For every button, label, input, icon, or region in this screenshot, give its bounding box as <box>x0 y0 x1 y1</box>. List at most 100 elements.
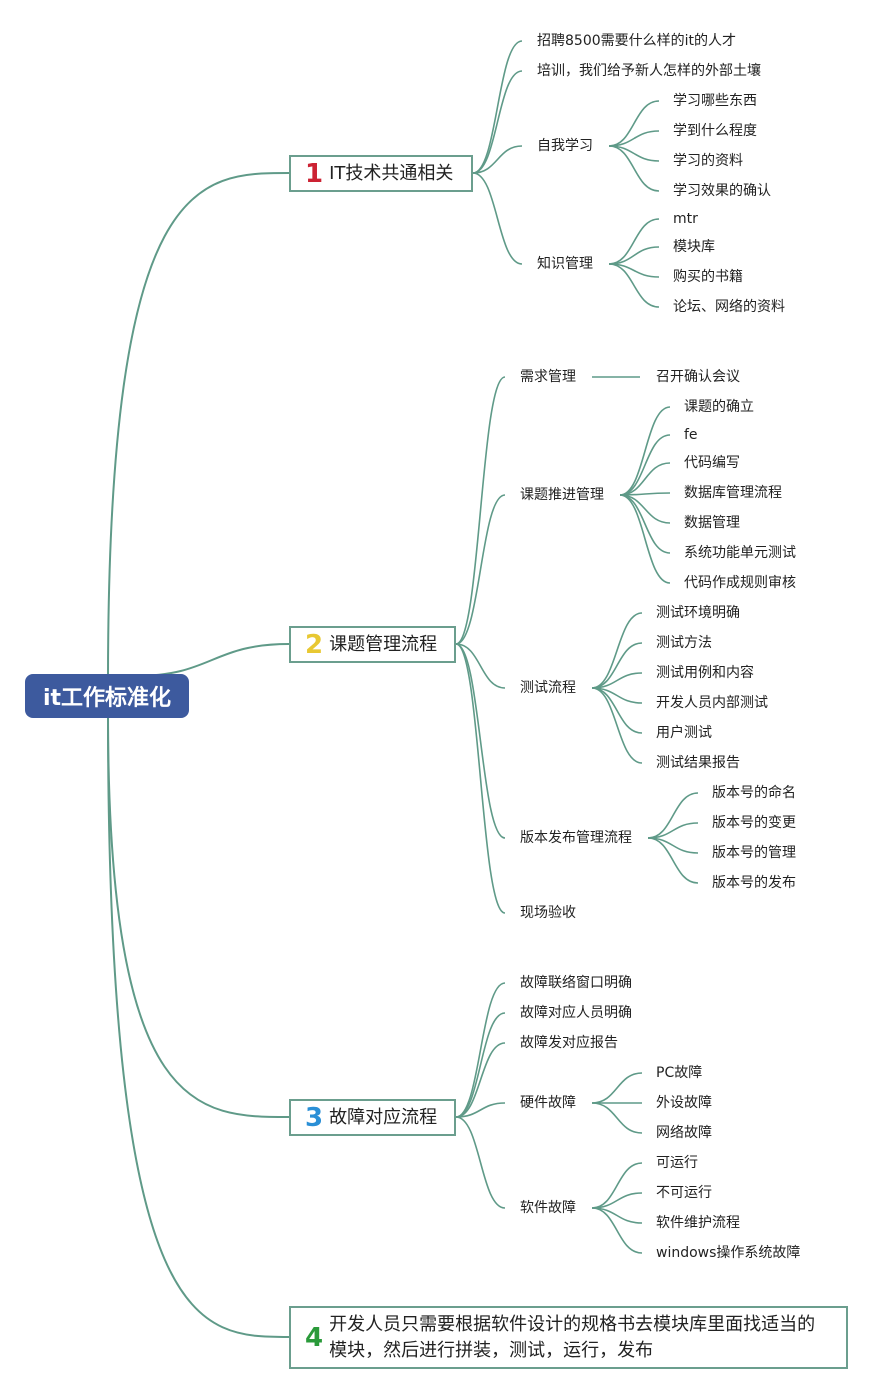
subtopic[interactable]: 模块库 <box>673 239 715 255</box>
subtopic[interactable]: 测试环境明确 <box>656 605 740 621</box>
subtopic[interactable]: 学习效果的确认 <box>673 183 771 199</box>
subtopic[interactable]: 网络故障 <box>656 1125 712 1141</box>
subtopic[interactable]: 外设故障 <box>656 1095 712 1111</box>
number-4-icon: 4 <box>305 1322 324 1353</box>
topic-task-progress[interactable]: 课题推进管理 <box>520 487 604 503</box>
subtopic[interactable]: 版本号的命名 <box>712 785 796 801</box>
subtopic[interactable]: 测试结果报告 <box>656 755 740 771</box>
connector-line <box>455 494 506 645</box>
subtopic[interactable]: PC故障 <box>656 1065 703 1081</box>
connector-line <box>608 218 660 265</box>
branch-1-label: IT技术共通相关 <box>329 162 454 184</box>
connector-line <box>107 713 290 1118</box>
topic-test-flow[interactable]: 测试流程 <box>520 680 576 696</box>
branch-3-topic[interactable]: 3 故障对应流程 <box>289 1099 456 1136</box>
subtopic[interactable]: 软件维护流程 <box>656 1215 740 1231</box>
subtopic[interactable]: 购买的书籍 <box>673 269 743 285</box>
subtopic[interactable]: 不可运行 <box>656 1185 712 1201</box>
connector-line <box>134 643 290 677</box>
connector-line <box>619 494 671 584</box>
subtopic[interactable]: fe <box>684 427 698 443</box>
subtopic[interactable]: 用户测试 <box>656 725 712 741</box>
branch-4-topic[interactable]: 4 开发人员只需要根据软件设计的规格书去模块库里面找适当的 模块，然后进行拼装，… <box>289 1306 848 1369</box>
connector-line <box>608 246 660 265</box>
connector-line <box>455 1012 506 1118</box>
subtopic[interactable]: 数据库管理流程 <box>684 485 782 501</box>
topic-release-mgmt[interactable]: 版本发布管理流程 <box>520 830 632 846</box>
subtopic[interactable]: 召开确认会议 <box>656 369 740 385</box>
connector-line <box>455 643 506 839</box>
branch-2-topic[interactable]: 2 课题管理流程 <box>289 626 456 663</box>
subtopic[interactable]: 数据管理 <box>684 515 740 531</box>
subtopic[interactable]: mtr <box>673 211 698 227</box>
connector-line <box>591 687 643 764</box>
connector-line <box>591 1102 643 1134</box>
topic-training[interactable]: 培训，我们给予新人怎样的外部土壤 <box>537 63 761 79</box>
branch-1-topic[interactable]: 1 IT技术共通相关 <box>289 155 473 192</box>
connector-line <box>472 70 523 174</box>
connector-line <box>455 643 506 914</box>
connector-line <box>608 145 660 192</box>
subtopic[interactable]: 学习的资料 <box>673 153 743 169</box>
connector-line <box>619 462 671 496</box>
number-3-icon: 3 <box>305 1102 324 1133</box>
connector-line <box>591 642 643 689</box>
connector-line <box>472 145 523 174</box>
subtopic[interactable]: 学到什么程度 <box>673 123 757 139</box>
topic-knowledge-mgmt[interactable]: 知识管理 <box>537 256 593 272</box>
connector-line <box>455 1116 506 1209</box>
number-1-icon: 1 <box>305 158 324 189</box>
subtopic[interactable]: 版本号的发布 <box>712 875 796 891</box>
connector-line <box>455 982 506 1118</box>
connector-line <box>619 494 671 524</box>
branch-2-label: 课题管理流程 <box>329 633 438 655</box>
connector-line <box>107 713 290 1338</box>
connector-line <box>619 406 671 496</box>
connector-line <box>591 1207 643 1254</box>
subtopic[interactable]: 测试用例和内容 <box>656 665 754 681</box>
topic-hardware-fault[interactable]: 硬件故障 <box>520 1095 576 1111</box>
connector-line <box>107 172 290 681</box>
connector-line <box>591 1072 643 1104</box>
subtopic[interactable]: windows操作系统故障 <box>656 1245 801 1261</box>
connector-line <box>455 643 506 689</box>
branch-4-label-line-2: 模块，然后进行拼装，测试，运行，发布 <box>329 1339 654 1361</box>
connector-line <box>472 40 523 174</box>
topic-requirements[interactable]: 需求管理 <box>520 369 576 385</box>
subtopic[interactable]: 可运行 <box>656 1155 698 1171</box>
connector-line <box>472 172 523 265</box>
subtopic[interactable]: 开发人员内部测试 <box>656 695 768 711</box>
connector-line <box>608 100 660 147</box>
subtopic[interactable]: 论坛、网络的资料 <box>673 299 785 315</box>
branch-3-label: 故障对应流程 <box>329 1106 438 1128</box>
subtopic[interactable]: 课题的确立 <box>684 399 754 415</box>
topic-fault-contact[interactable]: 故障联络窗口明确 <box>520 975 632 991</box>
topic-software-fault[interactable]: 软件故障 <box>520 1200 576 1216</box>
connector-line <box>619 434 671 496</box>
connector-line <box>455 1102 506 1118</box>
topic-fault-staff[interactable]: 故障对应人员明确 <box>520 1005 632 1021</box>
subtopic[interactable]: 版本号的变更 <box>712 815 796 831</box>
connector-line <box>455 376 506 645</box>
subtopic[interactable]: 代码编写 <box>684 455 740 471</box>
topic-self-study[interactable]: 自我学习 <box>537 138 593 154</box>
topic-onsite-acceptance[interactable]: 现场验收 <box>520 905 576 921</box>
subtopic[interactable]: 代码作成规则审核 <box>684 575 796 591</box>
connector-line <box>619 494 671 554</box>
topic-fault-report[interactable]: 故障发对应报告 <box>520 1035 618 1051</box>
number-2-icon: 2 <box>305 629 324 660</box>
connector-line <box>647 792 699 839</box>
root-topic[interactable]: it工作标准化 <box>25 674 189 718</box>
branch-4-label-line-1: 开发人员只需要根据软件设计的规格书去模块库里面找适当的 <box>329 1313 816 1335</box>
subtopic[interactable]: 版本号的管理 <box>712 845 796 861</box>
connector-line <box>591 612 643 689</box>
connector-line <box>647 837 699 884</box>
subtopic[interactable]: 测试方法 <box>656 635 712 651</box>
subtopic[interactable]: 学习哪些东西 <box>673 93 757 109</box>
connector-line <box>591 1162 643 1209</box>
connector-line <box>455 1042 506 1118</box>
branch-4-label: 开发人员只需要根据软件设计的规格书去模块库里面找适当的 模块，然后进行拼装，测试… <box>329 1312 815 1364</box>
subtopic[interactable]: 系统功能单元测试 <box>684 545 796 561</box>
topic-recruit[interactable]: 招聘8500需要什么样的it的人才 <box>537 33 737 49</box>
